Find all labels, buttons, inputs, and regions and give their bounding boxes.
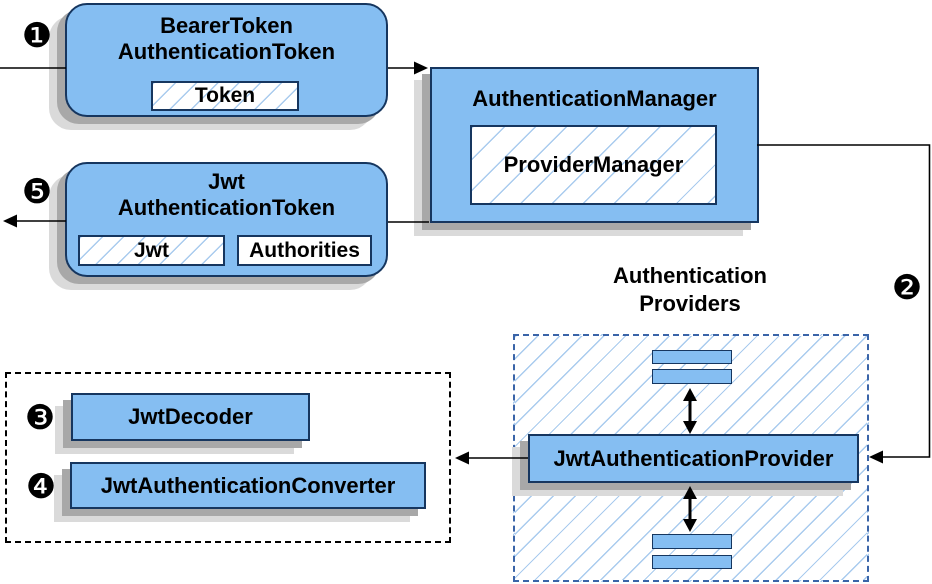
authentication-providers-label: Authentication Providers	[613, 262, 767, 318]
bearer-token-title-line2: AuthenticationToken	[117, 39, 336, 64]
provider-to-decoder-arrowhead	[455, 451, 469, 465]
step-4-badge: ❹	[25, 467, 57, 507]
step-3-badge: ❸	[24, 398, 56, 438]
bearer-token-title-line1: BearerToken	[160, 13, 293, 38]
step-2-badge: ❷	[891, 268, 923, 308]
provider-stack-bar-bottom-1	[652, 534, 732, 549]
bearer-to-manager-arrowhead	[414, 61, 428, 75]
jwt-authentication-token-box: Jwt AuthenticationToken Jwt Authorities	[65, 162, 388, 277]
authentication-manager-box: AuthenticationManager ProviderManager	[430, 67, 759, 223]
jwt-token-title-line1: Jwt	[208, 169, 245, 194]
bearer-token-authentication-token-box: BearerToken AuthenticationToken Token	[65, 3, 388, 117]
provider-stack-bar-bottom-2	[652, 555, 732, 569]
authorities-chip: Authorities	[237, 235, 372, 266]
jwt-token-out-arrowhead	[3, 214, 17, 228]
provider-stack-bar-top-2	[652, 369, 732, 384]
authentication-providers-label-line1: Authentication	[613, 263, 767, 288]
jwt-token-title-line2: AuthenticationToken	[117, 195, 336, 220]
authentication-providers-label-line2: Providers	[639, 291, 741, 316]
step-1-badge: ❶	[21, 16, 53, 56]
step-5-badge: ❺	[21, 172, 53, 212]
authentication-manager-title: AuthenticationManager	[472, 86, 717, 111]
jwt-decoder-box: JwtDecoder	[71, 393, 310, 441]
jwt-chip: Jwt	[78, 235, 225, 266]
token-chip: Token	[151, 81, 299, 111]
jwt-authentication-converter-box: JwtAuthenticationConverter	[70, 462, 426, 509]
manager-to-provider-arrowhead	[869, 450, 883, 464]
jwt-authentication-provider-box: JwtAuthenticationProvider	[528, 434, 859, 483]
provider-stack-bar-top-1	[652, 350, 732, 364]
provider-manager-chip: ProviderManager	[470, 125, 717, 205]
